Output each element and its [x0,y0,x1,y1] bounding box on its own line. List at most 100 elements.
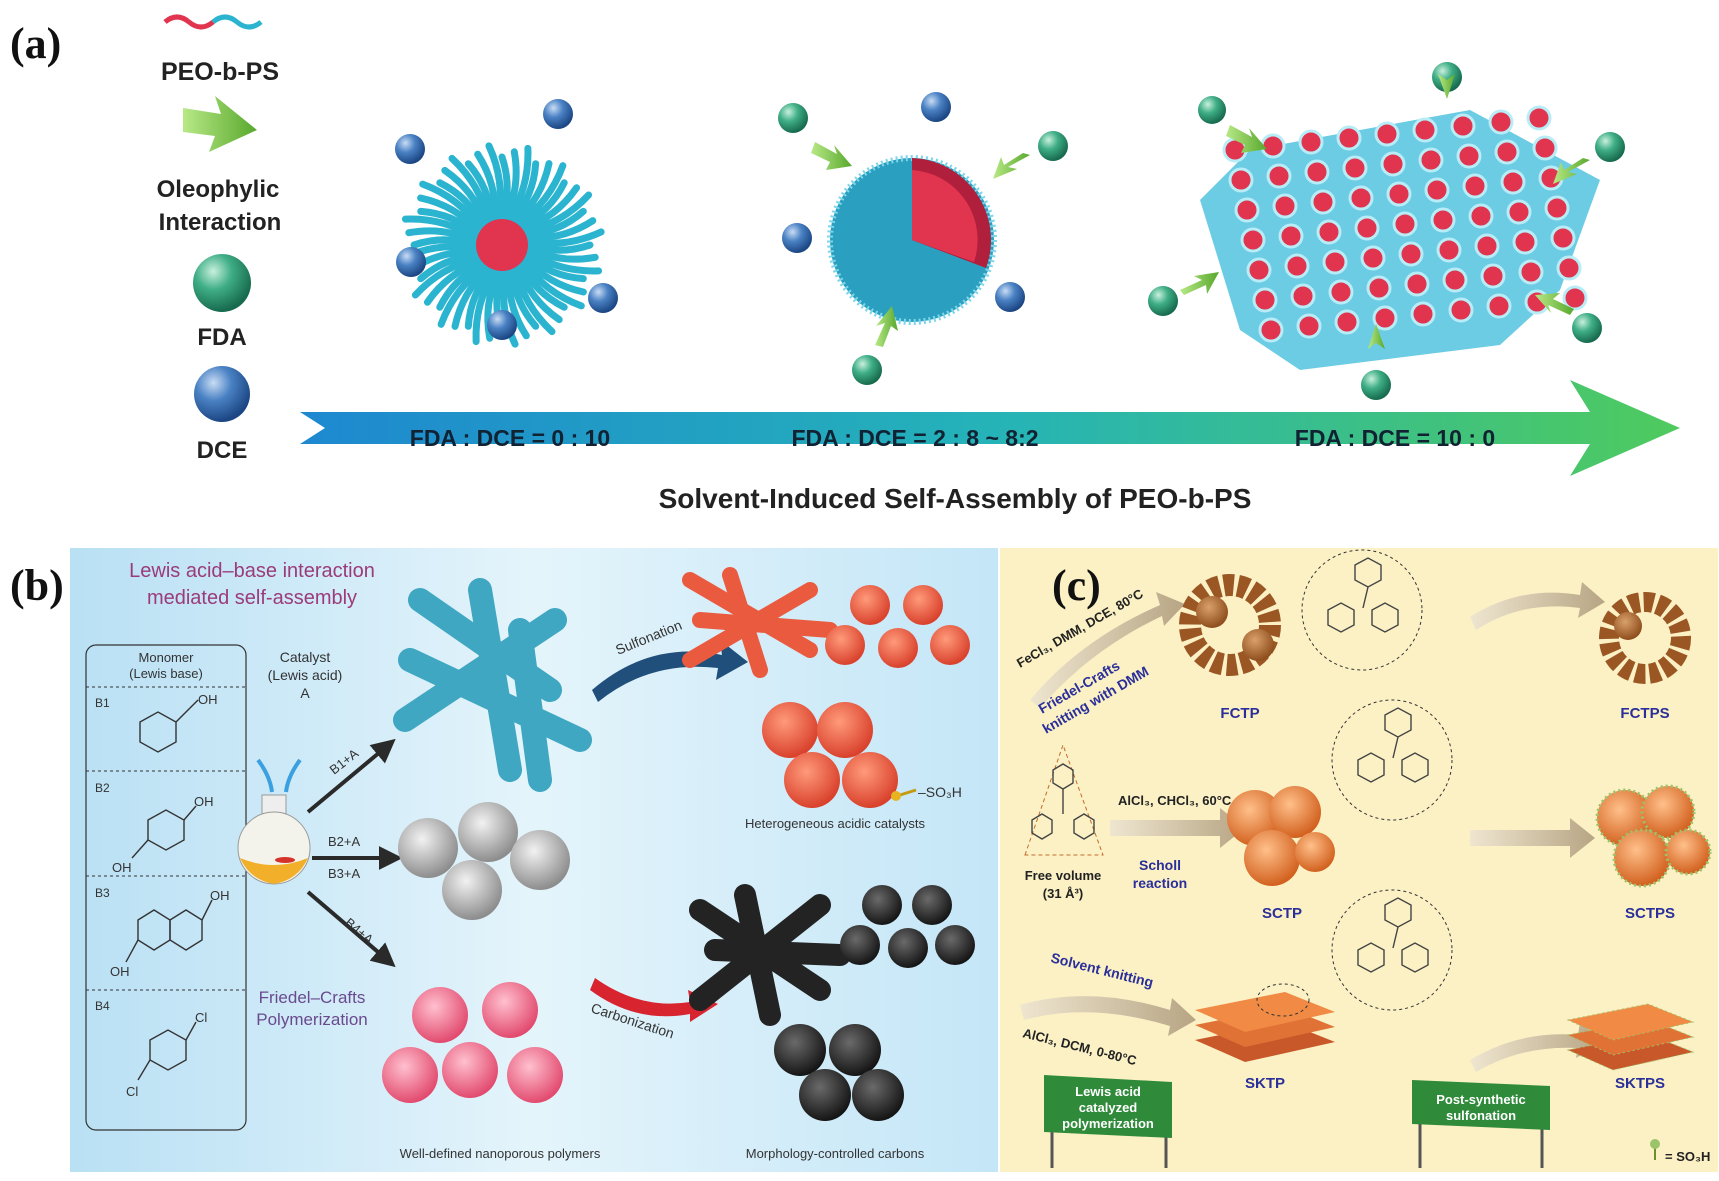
dce-sphere [487,310,517,340]
peo-chain [515,263,563,324]
micelle-dot [1348,185,1374,211]
flask-icon [237,758,311,885]
micelle-dot [1480,263,1506,289]
peo-block-icon [211,14,263,30]
monomer-structures [125,699,213,1081]
vesicle [778,92,1068,385]
fc-label-2: Polymerization [256,1010,368,1029]
sctp-sulfonation-arrow [1470,818,1595,858]
peo-chain [505,268,530,340]
micelle-dot [1322,249,1348,275]
peo-chain [472,268,499,346]
micelle-dot [1506,199,1532,225]
micelle-dot [1354,215,1380,241]
peo-chain [502,148,520,221]
sctp-spheres [1227,786,1335,886]
free-volume-1: Free volume [1025,868,1102,883]
micelle-dot [1258,317,1284,343]
peo-chain [401,215,479,242]
peo-chain [500,269,519,348]
fctp-sulfonation-arrow [1470,582,1605,630]
micelle-dot [1518,259,1544,285]
row-b1: B1 [95,696,110,710]
sktps-sheets [1566,1003,1695,1071]
micelle-dot [1448,297,1474,323]
micelle-dot [1556,255,1582,281]
micelle-dot [1442,267,1468,293]
peo-chain [448,154,492,225]
sktp-zoom-circle [1331,889,1453,1011]
micelle-dot [1298,129,1324,155]
panel-c: (c) FeCl₃, DMM, DCE, 80°C Friedel-Crafts… [1000,548,1718,1172]
sctps-label: SCTPS [1625,905,1675,922]
micelle-dot [1228,167,1254,193]
peo-chain [436,179,486,229]
sign2-line1: Post-synthetic [1436,1092,1526,1107]
micelle-dot [1386,181,1412,207]
peo-chain [509,267,540,330]
peo-chain [436,261,486,311]
scholl-2: reaction [1133,875,1187,891]
micelle-dot [1450,113,1476,139]
ratio-gradient-arrow [300,380,1680,476]
peo-chain [512,265,556,336]
dce-sphere-icon [194,366,250,422]
micelle-dot [1404,271,1430,297]
fctps-network [1599,592,1691,684]
peo-chain [522,255,587,296]
row-b3: B3 [95,886,110,900]
peo-chain [464,160,495,223]
ps-block-icon [163,14,215,30]
so3h-label-b: –SO₃H [918,784,962,800]
catalyst-1: Catalyst [280,649,331,665]
micelle-dot [1500,169,1526,195]
scholl-arrow [1110,808,1245,848]
fda-sphere-icon [193,254,251,312]
sktp-label: SKTP [1245,1075,1285,1092]
red-spheres [762,585,970,808]
blue-nanotubes [393,578,592,792]
panel-a-caption: Solvent-Induced Self-Assembly of PEO-b-P… [659,483,1252,514]
micelle-dot [1304,159,1330,185]
micelle-dot [1240,227,1266,253]
sign1-line2: catalyzed [1079,1100,1138,1115]
micelle-dot [1296,313,1322,339]
micelle-dot [1366,275,1392,301]
peo-chain [505,144,532,222]
sign-lewis-acid: Lewis acid catalyzed polymerization [1044,1075,1172,1168]
arrow-label-b3: B3+A [328,866,360,881]
micelle-dot [1252,287,1278,313]
fc-label-1: Friedel–Crafts [259,988,366,1007]
fctp-zoom-circle [1301,549,1423,671]
dce-sphere [395,134,425,164]
micelle-dot [1468,203,1494,229]
micelle-dot [1462,173,1488,199]
peo-chain [520,184,581,232]
ratio-1: FDA : DCE = 0 : 10 [410,425,610,451]
catalyst-3: A [300,685,310,701]
micelle-dot [1398,241,1424,267]
carbonization-arrow [590,978,718,1022]
peo-chain [485,142,504,221]
monomer-table [85,644,247,1131]
peo-chain [411,255,482,299]
lamellar-sheet [1148,55,1625,400]
grey-spheres [398,802,570,920]
green-arrow-icon [183,96,257,152]
micelle-dot [1336,125,1362,151]
row-b4: B4 [95,999,110,1013]
micelle-dot [1328,279,1354,305]
oh-b1: OH [198,692,218,707]
micelle-dot [1544,195,1570,221]
fctp-network [1179,574,1281,676]
micelle-dot [1474,233,1500,259]
micelle-dot [1562,285,1588,311]
cond-2: AlCl₃, CHCl₃, 60°C [1118,793,1232,808]
micelle-dot [1360,245,1386,271]
panel-b-title-2: mediated self-assembly [147,587,357,609]
micelle-dot [1410,301,1436,327]
ratio-3: FDA : DCE = 10 : 0 [1295,425,1495,451]
micelle-dot [1374,121,1400,147]
sign-post-synthetic: Post-synthetic sulfonation [1412,1080,1550,1168]
